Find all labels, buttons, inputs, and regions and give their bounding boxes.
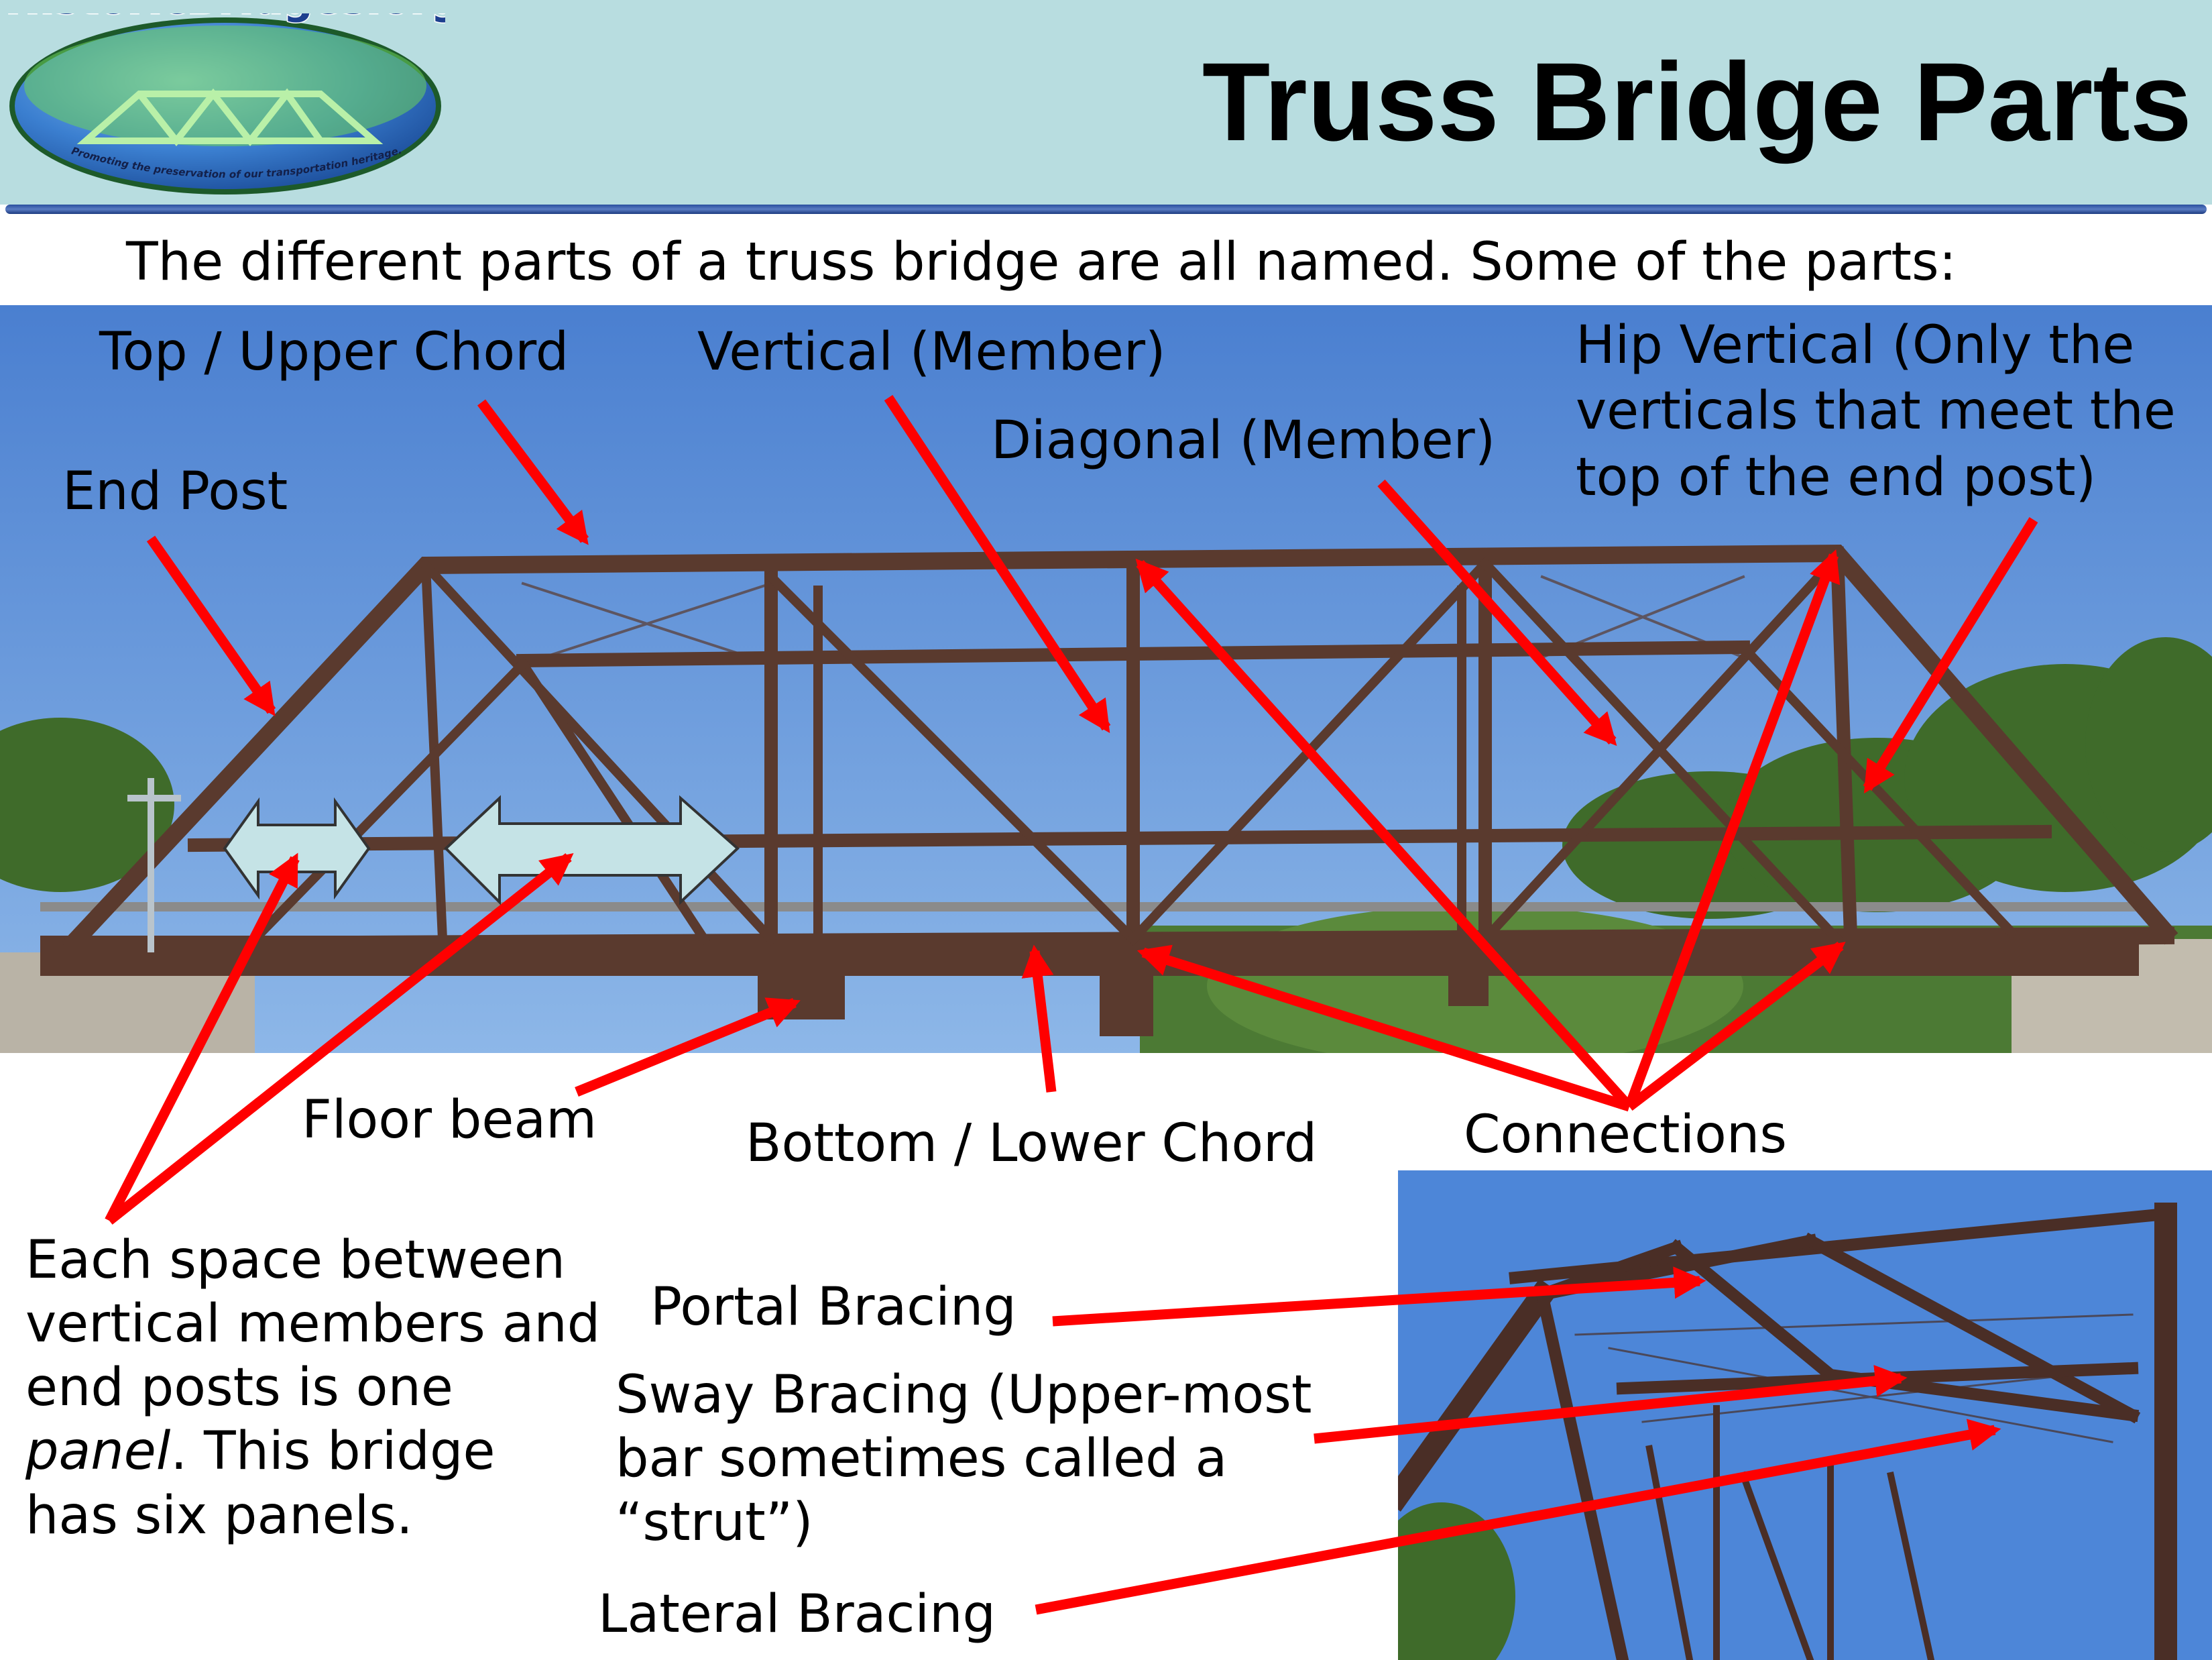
label-bottom-chord: Bottom / Lower Chord [746, 1113, 1318, 1174]
label-connections: Connections [1464, 1105, 1787, 1165]
label-diagonal: Diagonal (Member) [991, 410, 1496, 471]
label-vertical: Vertical (Member) [697, 322, 1166, 382]
label-sway-bracing: Sway Bracing (Upper-most bar sometimes c… [616, 1364, 1312, 1555]
panel-note-emphasis: panel [25, 1421, 171, 1482]
label-hip-vertical-line-1: Hip Vertical (Only the [1576, 315, 2135, 376]
panel-note-text: Each space between vertical members and … [25, 1230, 601, 1419]
label-floor-beam: Floor beam [302, 1090, 597, 1150]
historicbridges-logo: HistoricBridges.org Promoting the preser… [5, 13, 445, 195]
label-hip-vertical: Hip Vertical (Only the verticals that me… [1576, 313, 2176, 510]
label-sway-bracing-line-3: “strut”) [616, 1492, 813, 1553]
logo-wordmark: HistoricBridges.org [5, 13, 445, 23]
portal-photo [1398, 1170, 2212, 1660]
label-hip-vertical-line-3: top of the end post) [1576, 447, 2097, 508]
label-portal-bracing: Portal Bracing [650, 1277, 1016, 1337]
label-sway-bracing-line-2: bar sometimes called a [616, 1429, 1228, 1490]
subtitle: The different parts of a truss bridge ar… [126, 232, 1957, 292]
panel-note-text-end: . This bridge has six panels. [25, 1421, 496, 1546]
label-end-post: End Post [62, 461, 288, 522]
label-panel-note: Each space between vertical members and … [25, 1229, 602, 1548]
label-sway-bracing-line-1: Sway Bracing (Upper-most [616, 1365, 1312, 1425]
page-title: Truss Bridge Parts [1202, 40, 2192, 164]
logo-truss-icon [76, 88, 384, 147]
label-hip-vertical-line-2: verticals that meet the [1576, 381, 2176, 442]
label-lateral-bracing: Lateral Bracing [598, 1584, 996, 1645]
header-divider [5, 205, 2207, 214]
label-top-chord: Top / Upper Chord [99, 322, 569, 382]
